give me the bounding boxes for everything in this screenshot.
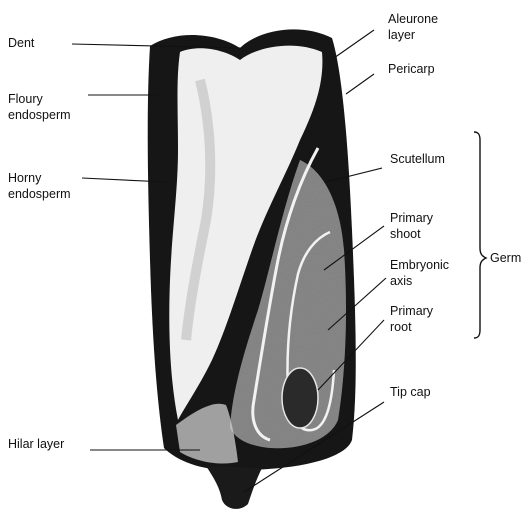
label-pericarp: Pericarp (388, 62, 435, 77)
label-floury-endosperm-line1: Floury (8, 92, 43, 107)
label-aleurone-layer-line1: Aleurone (388, 12, 438, 27)
label-germ: Germ (490, 251, 521, 266)
label-horny-endosperm-line2: endosperm (8, 187, 71, 202)
leader-line-aleurone (334, 30, 374, 58)
label-embryonic-axis-line1: Embryonic (390, 258, 449, 273)
label-scutellum: Scutellum (390, 152, 445, 167)
label-primary-shoot-line2: shoot (390, 227, 421, 242)
label-hilar-layer: Hilar layer (8, 437, 64, 452)
leader-line-pericarp (346, 74, 374, 94)
label-horny-endosperm-line1: Horny (8, 171, 41, 186)
label-primary-root-line2: root (390, 320, 412, 335)
germ-bracket (474, 132, 486, 338)
label-tip-cap: Tip cap (390, 385, 431, 400)
label-dent: Dent (8, 36, 34, 51)
label-primary-shoot-line1: Primary (390, 211, 433, 226)
primary-root-shape (282, 368, 318, 428)
tip-cap-shape (206, 466, 262, 509)
label-primary-root-line1: Primary (390, 304, 433, 319)
label-aleurone-layer-line2: layer (388, 28, 415, 43)
label-floury-endosperm-line2: endosperm (8, 108, 71, 123)
label-embryonic-axis-line2: axis (390, 274, 412, 289)
